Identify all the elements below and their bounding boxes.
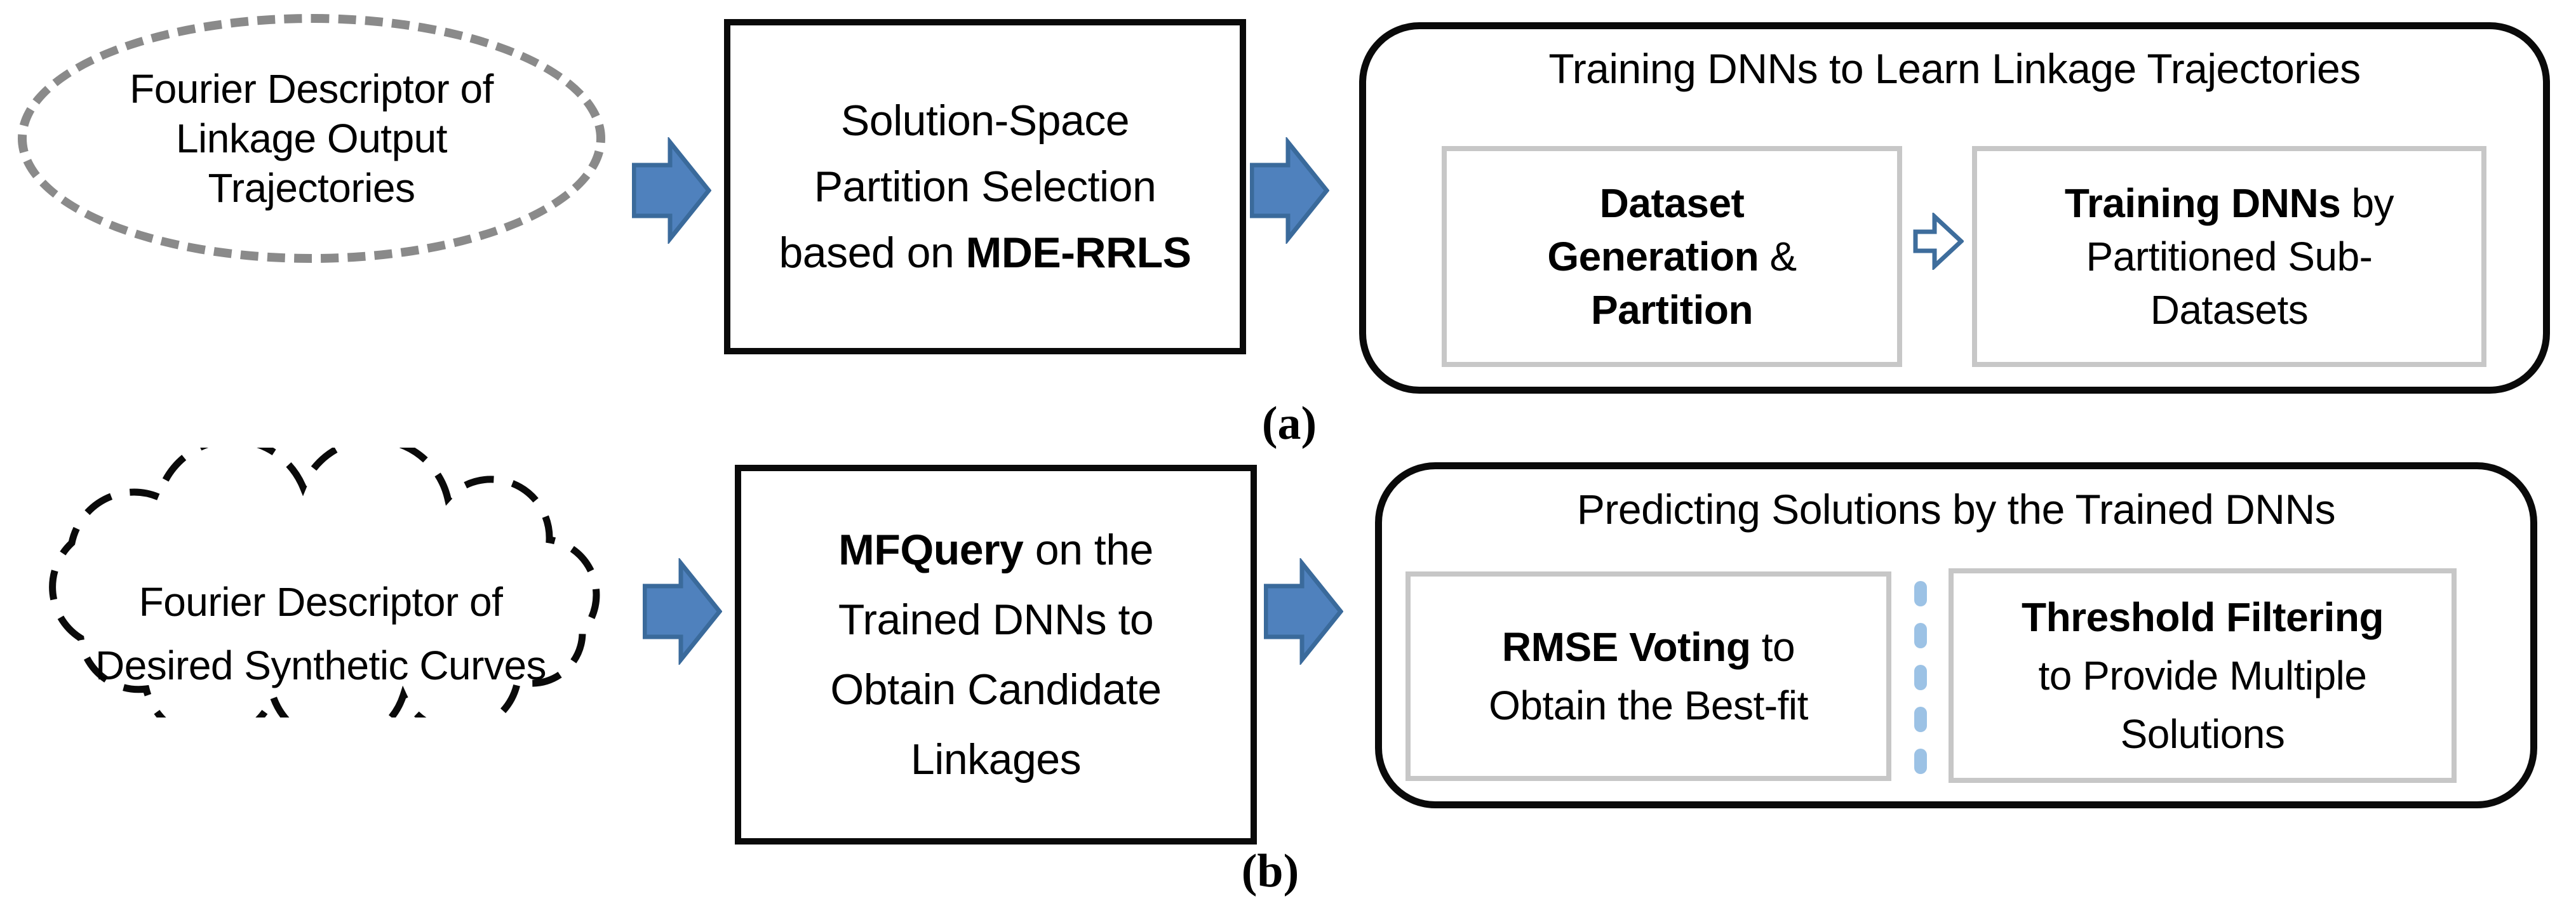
row-a-group-title: Training DNNs to Learn Linkage Trajector…: [1548, 45, 2361, 92]
row-a-process-text: Solution-Space Partition Selection based…: [779, 97, 1191, 277]
row-b-step2-box: Threshold Filtering to Provide Multiple …: [1949, 568, 2457, 783]
row-a-step1-text: Dataset Generation & Partition: [1547, 180, 1797, 333]
row-a-arrow-1-icon: [632, 137, 711, 244]
row-a-step2-text: Training DNNs by Partitioned Sub- Datase…: [2064, 180, 2394, 333]
row-b-step2-text: Threshold Filtering to Provide Multiple …: [2021, 594, 2384, 757]
row-b-step1-text: RMSE Voting to Obtain the Best-fit: [1489, 624, 1808, 728]
row-a-step1-box: Dataset Generation & Partition: [1442, 146, 1902, 367]
row-b-process-text: MFQuery on the Trained DNNs to Obtain Ca…: [830, 526, 1162, 784]
row-b-process-box: MFQuery on the Trained DNNs to Obtain Ca…: [735, 465, 1257, 845]
row-b-input-cloud-shape: [49, 448, 600, 718]
row-b-arrow-2-icon: [1264, 558, 1343, 665]
row-b-input-text: Fourier Descriptor of Desired Synthetic …: [95, 579, 547, 688]
row-b-arrow-1-icon: [643, 558, 722, 665]
row-b-step1-box: RMSE Voting to Obtain the Best-fit: [1405, 571, 1891, 781]
row-a-hollow-arrow-icon: [1913, 213, 1964, 270]
row-a-step2-box: Training DNNs by Partitioned Sub- Datase…: [1972, 146, 2486, 367]
row-a-process-box: Solution-Space Partition Selection based…: [724, 19, 1246, 354]
row-b-dashed-divider: [1914, 581, 1927, 774]
row-b-figure-label: (b): [1241, 845, 1299, 897]
row-b-group-title: Predicting Solutions by the Trained DNNs: [1576, 486, 2336, 533]
row-a-input-ellipse: Fourier Descriptor of Linkage Output Tra…: [18, 14, 605, 263]
row-a-input-text: Fourier Descriptor of Linkage Output Tra…: [130, 66, 493, 211]
row-a-figure-label: (a): [1261, 397, 1317, 450]
row-a-arrow-2-icon: [1250, 137, 1329, 244]
